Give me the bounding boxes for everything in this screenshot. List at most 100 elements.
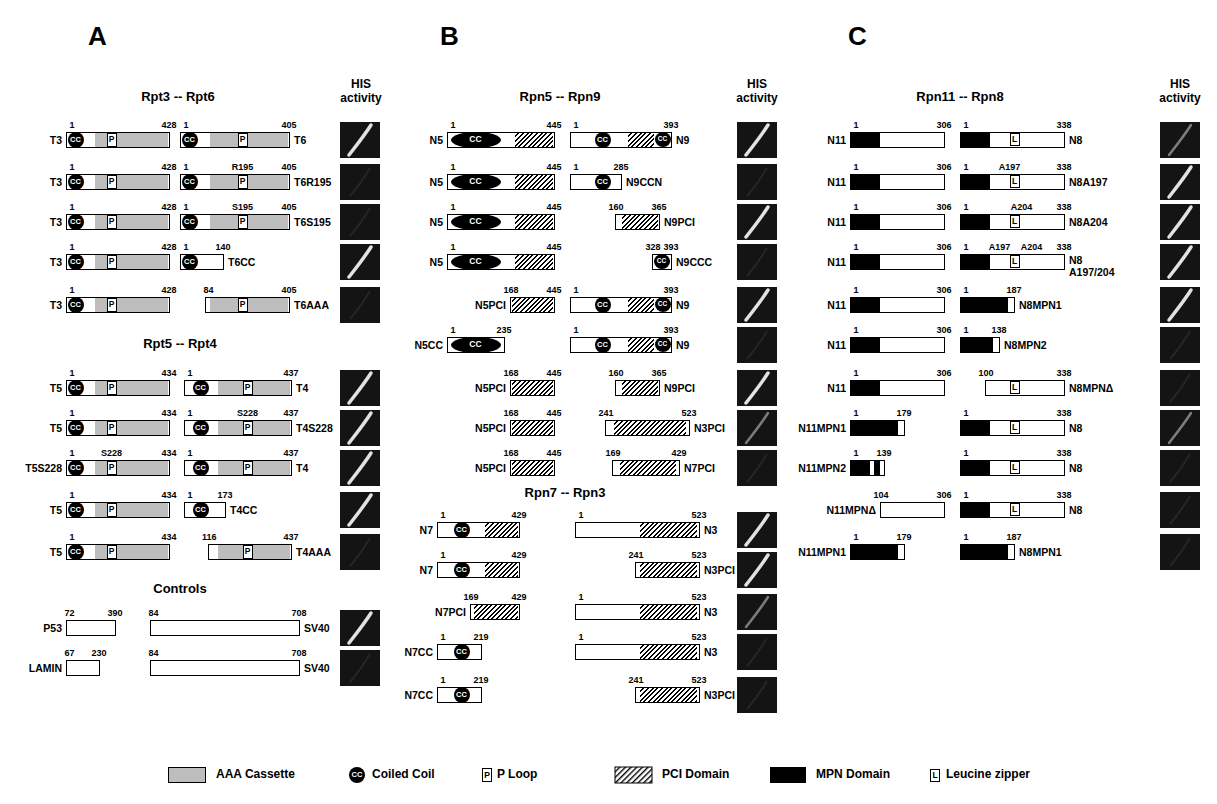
construct-bar: T4CC1173CC [184, 502, 226, 518]
construct-bar: N51445CC [447, 254, 555, 270]
construct-bar: N5CC1235CC [447, 337, 505, 353]
construct-bar: N7PCI169429 [470, 604, 520, 620]
residue-number: 1 [963, 533, 968, 542]
coiled-coil-oval: CC [451, 337, 501, 353]
residue-number: 429 [512, 551, 527, 560]
residue-number: 84 [203, 286, 213, 295]
his-image [737, 122, 777, 158]
construct-bar: N91393CCCC [570, 132, 672, 148]
construct-name: N5CC [414, 340, 443, 351]
residue-number: 241 [628, 676, 643, 685]
domain-fill [474, 605, 518, 619]
panel-letter: B [440, 22, 459, 52]
section-title: Rpt5 -- Rpt4 [143, 337, 217, 352]
residue-number: 1 [183, 203, 188, 212]
domain-fill [210, 175, 288, 189]
construct-bar: T51434CCP [66, 420, 170, 436]
residue-number: 1 [69, 449, 74, 458]
construct-bar: N11MPN11179 [850, 544, 905, 560]
residue-number: 168 [503, 286, 518, 295]
residue-number: 338 [1057, 121, 1072, 130]
his-image [737, 677, 777, 713]
construct-name: N8MPN1 [1019, 547, 1062, 558]
construct-bar: N71429CC [437, 562, 520, 578]
domain-text: CC [469, 177, 481, 186]
legend-text: PCI Domain [662, 768, 729, 782]
domain-fill [961, 255, 990, 269]
construct-name: T3 [50, 135, 62, 146]
domain-text: CC [469, 340, 481, 349]
panel-letter: A [88, 22, 107, 52]
construct-name: N7CC [404, 690, 433, 701]
mutation-label: S228 [237, 409, 258, 418]
residue-number: 437 [284, 409, 299, 418]
construct-bar: T51434CCP [66, 544, 170, 560]
residue-number: 1 [69, 203, 74, 212]
residue-number: 1 [963, 326, 968, 335]
domain-text: L [1012, 257, 1017, 266]
domain-fill [218, 381, 290, 395]
domain-text: CC [469, 217, 481, 226]
domain-fill [614, 421, 686, 435]
residue-number: 219 [474, 676, 489, 685]
residue-number: 437 [284, 449, 299, 458]
domain-fill [515, 255, 553, 269]
his-panel-a [340, 122, 380, 686]
construct-name: T4AAA [296, 547, 331, 558]
construct-name: T3 [50, 300, 62, 311]
construct-bar: T4AAA116437P [208, 544, 292, 560]
construct-name: N8 [1069, 423, 1082, 434]
construct-name: N5 [430, 217, 443, 228]
section-title: HIS activity [335, 78, 387, 106]
construct-name: N8 [1069, 505, 1082, 516]
construct-name: N11MPN1 [798, 547, 846, 558]
construct-name: T4 [296, 463, 308, 474]
coiled-coil-small: CC [655, 337, 671, 352]
construct-bar: T61405CCP [180, 132, 290, 148]
residue-number: 84 [148, 609, 158, 618]
domain-fill [640, 563, 697, 577]
construct-name: N9PCI [664, 217, 695, 228]
residue-number: 1 [853, 449, 858, 458]
mutation-label: A197 [999, 163, 1021, 172]
domain-text: CC [469, 257, 481, 266]
coiled-coil: CC [182, 254, 198, 270]
residue-number: 187 [1007, 286, 1022, 295]
construct-bar: N111306 [850, 380, 945, 396]
section-title: HIS activity [1154, 78, 1206, 106]
residue-number: 1 [578, 593, 583, 602]
residue-number: 523 [692, 593, 707, 602]
residue-number: 241 [598, 409, 613, 418]
residue-number: 523 [692, 633, 707, 642]
domain-text: CC [456, 691, 467, 699]
coiled-coil: CC [68, 174, 84, 190]
construct-bar: N8A2041338A204L [960, 214, 1065, 230]
domain-text: CC [597, 341, 608, 349]
residue-number: 67 [64, 649, 74, 658]
residue-number: 169 [605, 449, 620, 458]
domain-fill [851, 461, 870, 475]
construct-bar: N7CC1219CC [437, 687, 482, 703]
construct-bar: N91393CCCC [570, 297, 672, 313]
construct-name: T4 [296, 383, 308, 394]
domain-text: P [240, 217, 246, 226]
residue-number: 285 [614, 163, 629, 172]
his-image [1160, 492, 1200, 528]
p-loop: P [238, 175, 248, 189]
construct-bar: N71429CC [437, 522, 520, 538]
p-loop: P [107, 381, 117, 395]
residue-number: 306 [937, 326, 952, 335]
domain-fill [961, 338, 993, 352]
his-image [340, 650, 380, 686]
coiled-coil: CC [68, 297, 84, 313]
residue-number: 1 [450, 121, 455, 130]
construct-bar: N91393CCCC [570, 337, 672, 353]
construct-name: N7PCI [435, 607, 466, 618]
coiled-coil-oval: CC [451, 214, 501, 230]
residue-number: 1 [573, 163, 578, 172]
construct-name: N3 [704, 607, 717, 618]
residue-number: 168 [503, 409, 518, 418]
p-loop: P [107, 461, 117, 475]
construct-name: N11MPN2 [798, 463, 846, 474]
